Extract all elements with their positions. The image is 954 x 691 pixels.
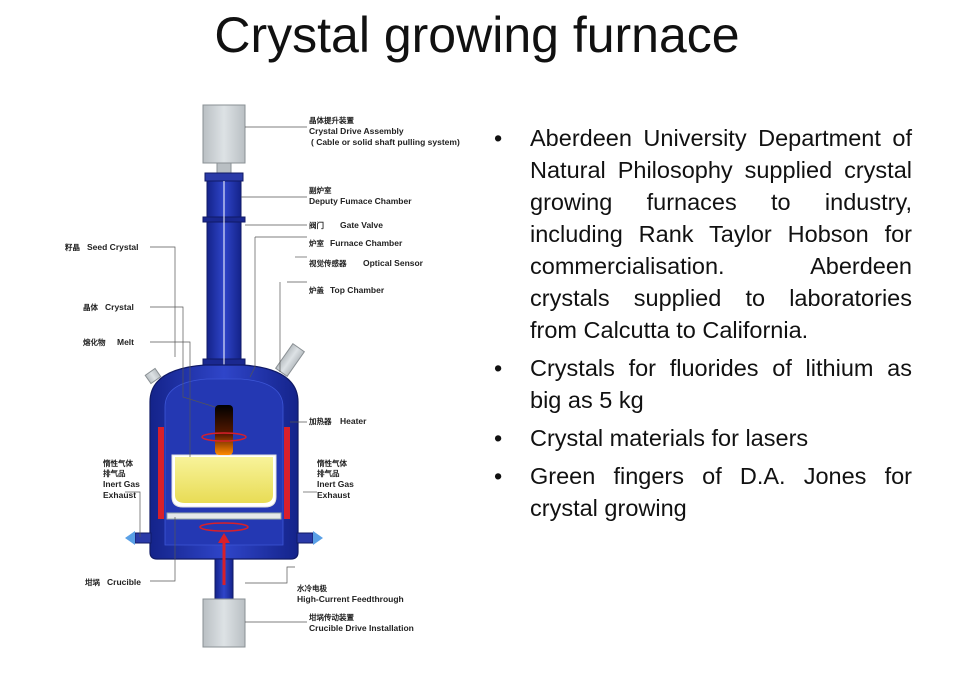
heat-ring-bottom <box>199 522 249 532</box>
label-feed: High-Current Feedthrough <box>297 594 404 604</box>
exhaust-left <box>134 532 152 544</box>
heater-right <box>284 427 290 519</box>
label-top: Top Chamber <box>330 285 385 295</box>
bottom-arrow-head <box>218 533 230 543</box>
label-furnace-cn: 炉室 <box>309 238 324 248</box>
furnace-svg: 晶体提升装置 Crystal Drive Assembly ( Cable or… <box>65 104 460 648</box>
bullet-glyph: • <box>494 355 503 381</box>
label-crystal-drive-cn: 晶体提升装置 <box>309 115 354 125</box>
bullet-glyph: • <box>494 425 503 451</box>
heat-ring-top <box>201 432 247 442</box>
label-crystal-drive-note: ( Cable or solid shaft pulling system) <box>311 137 460 147</box>
exhaust-right-arrow <box>313 531 323 545</box>
bullet-item: • Crystal materials for lasers <box>492 422 912 454</box>
crucible-drive-box <box>202 598 246 648</box>
label-crucible-cn: 坩埚 <box>85 577 100 587</box>
bullet-glyph: • <box>494 463 503 489</box>
label-heater-cn: 加热器 <box>308 416 332 426</box>
exhaust-right <box>296 532 314 544</box>
furnace-diagram: 晶体提升装置 Crystal Drive Assembly ( Cable or… <box>55 97 475 652</box>
label-seed-cn: 籽晶 <box>65 242 80 252</box>
label-crystal-cn: 晶体 <box>83 302 98 312</box>
heater-left <box>158 427 164 519</box>
label-melt-cn: 熔化物 <box>83 337 106 347</box>
label-melt: Melt <box>117 337 134 347</box>
label-crucible-drive-cn: 坩埚传动装置 <box>309 612 354 622</box>
bullet-glyph: • <box>494 125 503 151</box>
label-feed-cn: 水冷电极 <box>297 583 327 593</box>
label-seed: Seed Crystal <box>87 242 139 252</box>
bullet-text: Aberdeen University Department of Natura… <box>530 125 912 343</box>
label-inert-left-cn1: 惰性气体 <box>103 458 133 468</box>
label-top-cn: 炉盖 <box>309 285 324 295</box>
neck-flange <box>204 172 244 182</box>
label-inert-right-cn2: 排气品 <box>317 468 340 478</box>
label-crucible-drive: Crucible Drive Installation <box>309 623 414 633</box>
label-inert-left1: Inert Gas <box>103 479 140 489</box>
bullet-item: • Crystals for fluorides of lithium as bi… <box>492 352 912 416</box>
bullet-text: Crystals for fluorides of lithium as big… <box>530 355 912 413</box>
crystal-ingot <box>215 405 233 455</box>
leader-lines <box>125 126 317 623</box>
exhaust-left-arrow <box>125 531 135 545</box>
support-plate <box>166 512 282 520</box>
label-gate-cn: 阀门 <box>309 220 324 230</box>
label-optical-cn: 视觉传感器 <box>309 258 347 268</box>
bullet-text: Green fingers of D.A. Jones for crystal … <box>530 463 912 521</box>
slide-title: Crystal growing furnace <box>214 7 740 63</box>
label-crystal: Crystal <box>105 302 134 312</box>
optical-sensor <box>274 343 306 377</box>
label-inert-left-cn2: 排气品 <box>103 468 126 478</box>
label-crucible: Crucible <box>107 577 141 587</box>
melt <box>175 457 273 503</box>
label-furnace: Furnace Chamber <box>330 238 403 248</box>
label-inert-right2: Exhaust <box>317 490 350 500</box>
bullet-item: • Green fingers of D.A. Jones for crystal… <box>492 460 912 524</box>
label-inert-right-cn1: 惰性气体 <box>317 458 347 468</box>
bullet-item: • Aberdeen University Department of Natur… <box>492 122 912 346</box>
label-deputy: Deputy Fumace Chamber <box>309 196 412 206</box>
label-deputy-cn: 副炉室 <box>309 185 332 195</box>
label-optical: Optical Sensor <box>363 258 424 268</box>
label-inert-left2: Exhaust <box>103 490 136 500</box>
bullet-list: • Aberdeen University Department of Natur… <box>492 122 912 530</box>
label-inert-right1: Inert Gas <box>317 479 354 489</box>
left-port <box>144 367 162 385</box>
label-crystal-drive: Crystal Drive Assembly <box>309 126 404 136</box>
bullet-text: Crystal materials for lasers <box>530 425 809 451</box>
crystal-drive-box <box>202 104 246 164</box>
label-heater: Heater <box>340 416 367 426</box>
label-gate: Gate Valve <box>340 220 383 230</box>
